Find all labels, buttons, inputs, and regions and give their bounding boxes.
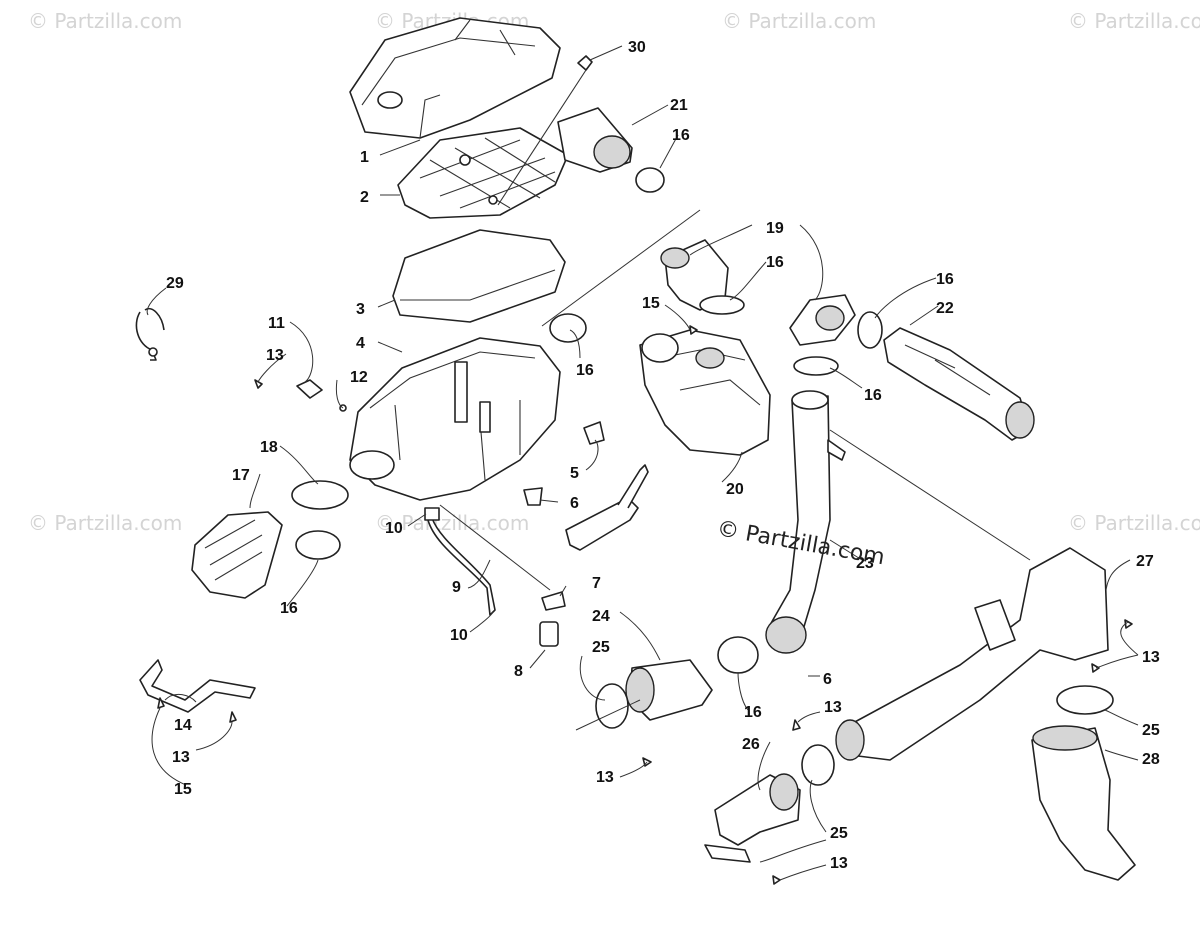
callout-10: 10 [450, 627, 468, 644]
part-wing-nut[interactable] [497, 55, 593, 206]
part-grommet[interactable] [523, 421, 605, 506]
callout-26: 26 [742, 736, 760, 753]
part-clamp[interactable] [717, 636, 759, 674]
watermark-layer: © Partzilla.com © Partzilla.com © Partzi… [28, 9, 1200, 535]
part-intake-manifold[interactable] [639, 329, 771, 456]
callout-22: 22 [936, 300, 954, 317]
callout-2: 2 [360, 189, 369, 206]
callout-16: 16 [766, 254, 784, 271]
part-screw[interactable] [1124, 619, 1133, 629]
part-clamp[interactable] [793, 356, 839, 376]
callout-13: 13 [266, 347, 284, 364]
part-clamp[interactable] [635, 167, 665, 193]
callout-13: 13 [824, 699, 842, 716]
callout-9: 9 [452, 579, 461, 596]
callout-15: 15 [642, 295, 660, 312]
part-clamp[interactable] [1056, 685, 1114, 715]
callout-25: 25 [830, 825, 848, 842]
part-duct-hose[interactable] [883, 327, 1035, 441]
part-drain-hose[interactable] [424, 507, 496, 616]
leader-lines [146, 45, 1139, 881]
part-reducer[interactable] [625, 659, 713, 721]
part-pre-filter[interactable] [557, 107, 633, 173]
part-elbow-adapter[interactable] [704, 773, 801, 863]
callout-8: 8 [514, 663, 523, 680]
callout-30: 30 [628, 39, 646, 56]
callout-23: 23 [856, 555, 874, 572]
callout-16: 16 [672, 127, 690, 144]
callout-7: 7 [592, 575, 601, 592]
part-clamp[interactable] [595, 683, 629, 729]
callout-6: 6 [823, 671, 832, 688]
callout-29: 29 [166, 275, 184, 292]
callout-25: 25 [592, 639, 610, 656]
part-bracket[interactable] [565, 464, 649, 551]
callout-16: 16 [864, 387, 882, 404]
part-mount-bracket[interactable] [296, 379, 347, 412]
callout-17: 17 [232, 467, 250, 484]
watermark: © Partzilla.com [28, 9, 182, 33]
watermark: © Partzilla.com [28, 511, 182, 535]
watermark: © Partzilla.com [722, 9, 876, 33]
part-clamp[interactable] [291, 480, 349, 510]
callout-1: 1 [360, 149, 369, 166]
callout-15: 15 [174, 781, 192, 798]
part-intake-tube[interactable] [765, 390, 846, 654]
callout-11: 11 [268, 315, 285, 332]
part-screw[interactable] [772, 875, 781, 885]
part-clamp[interactable] [295, 530, 341, 560]
part-adapter-boot[interactable] [1031, 725, 1136, 881]
part-valve[interactable] [539, 591, 566, 647]
callout-21: 21 [670, 97, 688, 114]
part-screw[interactable] [157, 697, 165, 709]
part-screw[interactable] [229, 711, 237, 723]
part-air-box-housing[interactable] [349, 337, 561, 501]
callout-16: 16 [936, 271, 954, 288]
watermark: © Partzilla.com [1068, 9, 1200, 33]
part-elbow-duct[interactable] [789, 294, 856, 346]
callout-27: 27 [1136, 553, 1154, 570]
part-elbow-duct[interactable] [660, 239, 729, 311]
callout-3: 3 [356, 301, 365, 318]
callout-25: 25 [1142, 722, 1160, 739]
callout-12: 12 [350, 369, 368, 386]
callout-4: 4 [356, 335, 365, 352]
part-screw[interactable] [792, 719, 801, 731]
part-grid-plate[interactable] [397, 127, 569, 219]
callout-16: 16 [744, 704, 762, 721]
part-air-filter[interactable] [392, 229, 566, 323]
part-clamp[interactable] [857, 311, 883, 349]
part-intake-boot[interactable] [191, 511, 283, 599]
callout-6: 6 [570, 495, 579, 512]
callout-5: 5 [570, 465, 579, 482]
callout-14: 14 [174, 717, 192, 734]
part-screw[interactable] [689, 325, 698, 335]
callout-13: 13 [830, 855, 848, 872]
part-clip-ring[interactable] [135, 308, 165, 361]
callout-18: 18 [260, 439, 278, 456]
callout-13: 13 [596, 769, 614, 786]
callout-labels: 1 2 3 4 5 6 6 7 8 9 10 10 11 12 13 13 13… [166, 39, 1160, 872]
callout-16: 16 [280, 600, 298, 617]
part-support-bracket[interactable] [139, 659, 256, 713]
callout-10: 10 [385, 520, 403, 537]
part-screw[interactable] [1091, 663, 1100, 673]
watermark: © Partzilla.com [1068, 511, 1200, 535]
part-clamp[interactable] [801, 744, 835, 786]
callout-24: 24 [592, 608, 610, 625]
callout-13: 13 [172, 749, 190, 766]
part-clamp[interactable] [549, 313, 587, 343]
part-air-box-cover[interactable] [349, 17, 561, 139]
part-main-duct[interactable] [835, 547, 1109, 761]
callout-19: 19 [766, 220, 784, 237]
callout-28: 28 [1142, 751, 1160, 768]
callout-20: 20 [726, 481, 744, 498]
part-clamp[interactable] [699, 295, 745, 315]
callout-13: 13 [1142, 649, 1160, 666]
callout-16: 16 [576, 362, 594, 379]
